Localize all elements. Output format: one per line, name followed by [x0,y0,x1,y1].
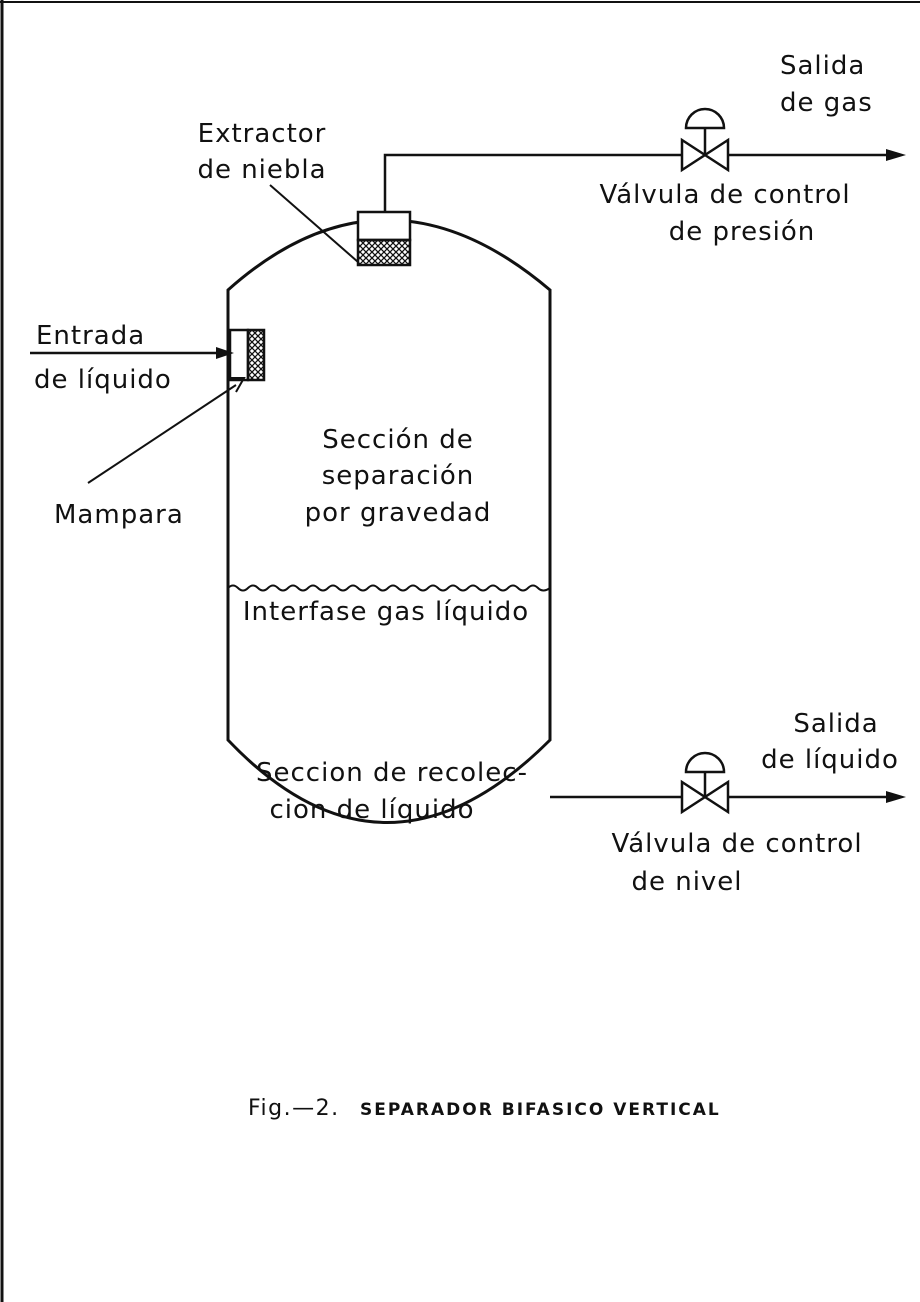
seccion-separacion-line1: Sección de [322,425,473,455]
liquid-inlet [30,347,234,359]
interfase-label: Interfase gas líquido [243,597,529,627]
valvula-nivel-label-line2: de nivel [631,867,742,897]
entrada-label-line1: Entrada [36,321,145,351]
extractor-leader [269,184,359,263]
seccion-recoleccion-line2: cion de líquido [270,795,475,825]
gas-outlet-arrow [886,149,906,161]
separator-vessel [226,218,552,824]
salida-liquido-label-line1: Salida [793,709,878,739]
seccion-recoleccion-line1: Seccion de recolec- [256,758,528,788]
level-valve-actuator [684,751,726,774]
inlet-arrow [216,347,234,359]
mampara-leader [87,384,237,484]
baffle-mampara [228,328,266,393]
pressure-valve-actuator [684,107,726,130]
mampara-label: Mampara [54,500,184,530]
valvula-presion-label-line1: Válvula de control [599,180,850,210]
entrada-label-line2: de líquido [34,365,172,395]
extractor-label-line1: Extractor [198,119,327,149]
salida-gas-label-line2: de gas [780,88,873,118]
liquid-outlet-line [550,791,906,803]
level-control-valve [680,751,730,815]
extractor-label-line2: de niebla [197,155,326,185]
liquid-outlet-arrow [886,791,906,803]
figure-caption-title: SEPARADOR BIFASICO VERTICAL [360,1100,721,1120]
salida-gas-label-line1: Salida [780,51,865,81]
figure-caption-prefix: Fig.—2. [248,1096,340,1121]
gas-liquid-interface [227,584,551,592]
gas-outlet-line [383,149,906,212]
seccion-separacion-line2: separación [322,461,475,491]
salida-liquido-label-line2: de líquido [761,745,899,775]
mist-extractor [356,210,412,267]
valvula-presion-label-line2: de presión [669,217,816,247]
pressure-control-valve [680,107,730,173]
seccion-separacion-line3: por gravedad [305,498,492,528]
valvula-nivel-label-line1: Válvula de control [611,829,862,859]
